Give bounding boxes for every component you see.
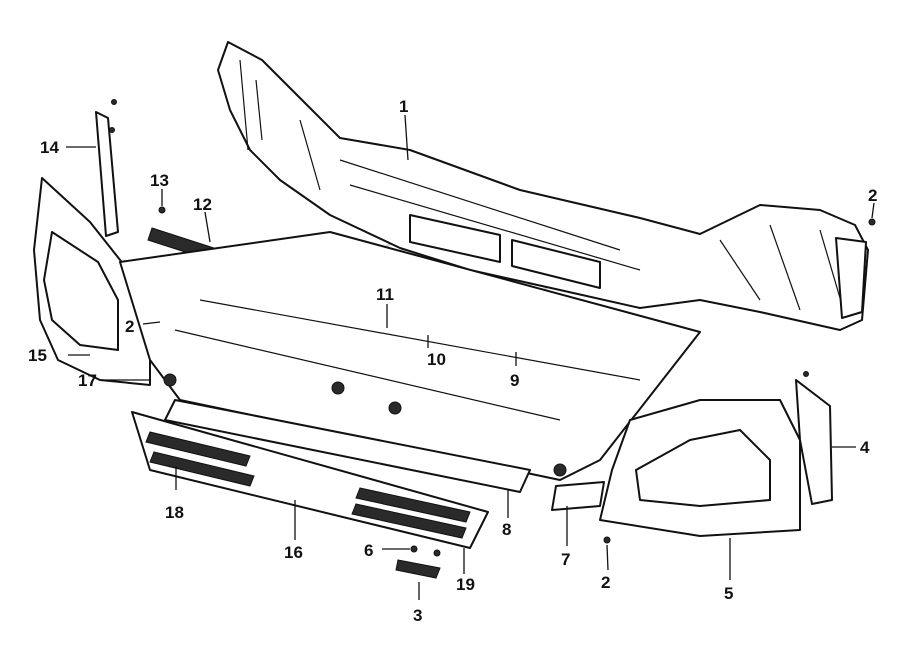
part-1-bumper-frame xyxy=(217,41,869,331)
callout-10: 10 xyxy=(427,350,446,369)
callout-3: 3 xyxy=(413,606,422,625)
callout-8: 8 xyxy=(502,520,511,539)
callout-7: 7 xyxy=(561,550,570,569)
part-7-right-bracket xyxy=(551,481,605,511)
part-2-fastener xyxy=(603,218,876,544)
callout-12: 12 xyxy=(193,195,212,214)
part-5-right-corner-cap xyxy=(599,399,801,537)
callout-6: 6 xyxy=(364,541,373,560)
callout-17: 17 xyxy=(78,371,97,390)
callout-2-bottom: 2 xyxy=(601,573,610,592)
callout-18: 18 xyxy=(165,503,184,522)
callout-labels: 1 2 2 2 3 4 5 6 7 8 9 10 11 12 13 14 15 … xyxy=(28,97,877,625)
callout-9: 9 xyxy=(510,371,519,390)
callout-14: 14 xyxy=(40,138,59,157)
callout-5: 5 xyxy=(724,584,733,603)
leader-lines xyxy=(66,114,875,600)
part-8-lower-valance xyxy=(164,399,531,493)
part-14-left-bracket xyxy=(95,99,119,237)
callout-4: 4 xyxy=(860,438,870,457)
callout-13: 13 xyxy=(150,171,169,190)
part-3-clip xyxy=(395,545,441,579)
part-16-lower-grille xyxy=(131,411,489,549)
callout-11: 11 xyxy=(376,285,394,304)
part-15-left-corner-cap xyxy=(33,177,151,386)
callout-15: 15 xyxy=(28,346,47,365)
callout-2-right: 2 xyxy=(868,186,877,205)
callout-16: 16 xyxy=(284,543,303,562)
callout-19: 19 xyxy=(456,575,475,594)
main-bumper-center xyxy=(119,231,701,481)
part-4-right-bracket xyxy=(795,371,833,505)
callout-2-left: 2 xyxy=(125,317,134,336)
callout-1: 1 xyxy=(399,97,408,116)
